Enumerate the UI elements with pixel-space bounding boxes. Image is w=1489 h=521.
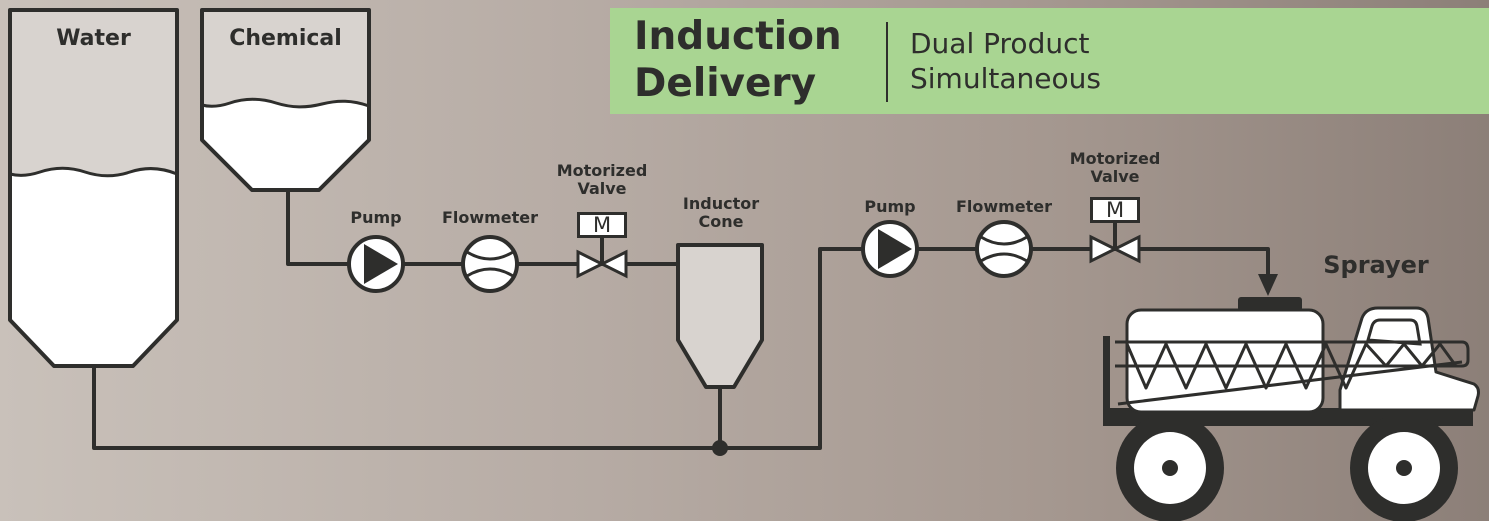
chemical-tank-label: Chemical	[229, 26, 342, 51]
flowmeter-2-label: Flowmeter	[955, 197, 1053, 216]
title-subtitle: Dual Product Simultaneous	[910, 26, 1101, 96]
sprayer-rail	[1103, 336, 1110, 416]
sprayer-front-wheel	[1350, 414, 1458, 521]
sprayer-vehicle	[1103, 297, 1480, 521]
water-tank	[8, 8, 179, 368]
pipe-junction	[712, 440, 728, 456]
sprayer-boom	[1115, 340, 1470, 368]
motorized-valve-1-label-line1: Motorized	[556, 161, 648, 180]
piping	[92, 190, 1270, 450]
chemical-tank	[200, 8, 371, 192]
sprayer-tank	[1125, 308, 1325, 414]
inductor-cone-label: Inductor Cone	[660, 194, 782, 232]
inductor-cone-label-line2: Cone	[698, 212, 744, 232]
title-main-line2: Delivery	[634, 60, 817, 106]
inductor-cone-label-line1: Inductor	[682, 194, 760, 213]
title-divider	[886, 22, 888, 102]
sprayer-rear-wheel	[1116, 414, 1224, 521]
sprayer-boom-truss	[1125, 342, 1458, 390]
flowmeter-2	[975, 220, 1033, 278]
water-level-line	[9, 166, 178, 178]
flowmeter-1-label: Flowmeter	[441, 208, 539, 227]
chemical-line-pipe	[286, 190, 678, 266]
motorized-valve-2-label-line1: Motorized	[1069, 149, 1161, 168]
title-main: Induction Delivery	[634, 14, 842, 108]
motorized-valve-2-label: Motorized Valve	[1055, 149, 1175, 187]
pump-1-label: Pump	[350, 208, 402, 227]
motorized-valve-2-label-line2: Valve	[1090, 167, 1140, 187]
title-banner: Induction Delivery Dual Product Simultan…	[610, 8, 1489, 114]
sprayer-inlet-arrow	[1258, 274, 1278, 296]
water-main-pipe	[92, 247, 1270, 450]
pump-1	[347, 235, 405, 293]
flowmeter-1	[461, 235, 519, 293]
motorized-valve-1	[576, 238, 628, 279]
sprayer-cab-window	[1366, 318, 1422, 346]
inductor-cone	[676, 243, 764, 389]
motorized-valve-1-label: Motorized Valve	[542, 161, 662, 199]
chemical-tank-empty-space	[202, 10, 369, 107]
sprayer-tank-lid	[1238, 297, 1302, 311]
water-tank-label: Water	[56, 26, 131, 51]
water-tank-empty-space	[10, 10, 177, 176]
motorized-valve-1-actuator: M	[577, 212, 627, 238]
motorized-valve-2-actuator: M	[1090, 197, 1140, 223]
title-main-line1: Induction	[634, 14, 842, 59]
title-sub-line2: Simultaneous	[910, 62, 1101, 95]
sprayer-boom-brace	[1117, 360, 1463, 406]
pump-2-label: Pump	[864, 197, 916, 216]
sprayer-label: Sprayer	[1323, 251, 1429, 279]
motorized-valve-1-label-line2: Valve	[577, 179, 627, 199]
motorized-valve-2	[1089, 223, 1141, 264]
pump-2	[861, 220, 919, 278]
title-sub-line1: Dual Product	[910, 27, 1090, 60]
chemical-level-line	[201, 97, 370, 109]
